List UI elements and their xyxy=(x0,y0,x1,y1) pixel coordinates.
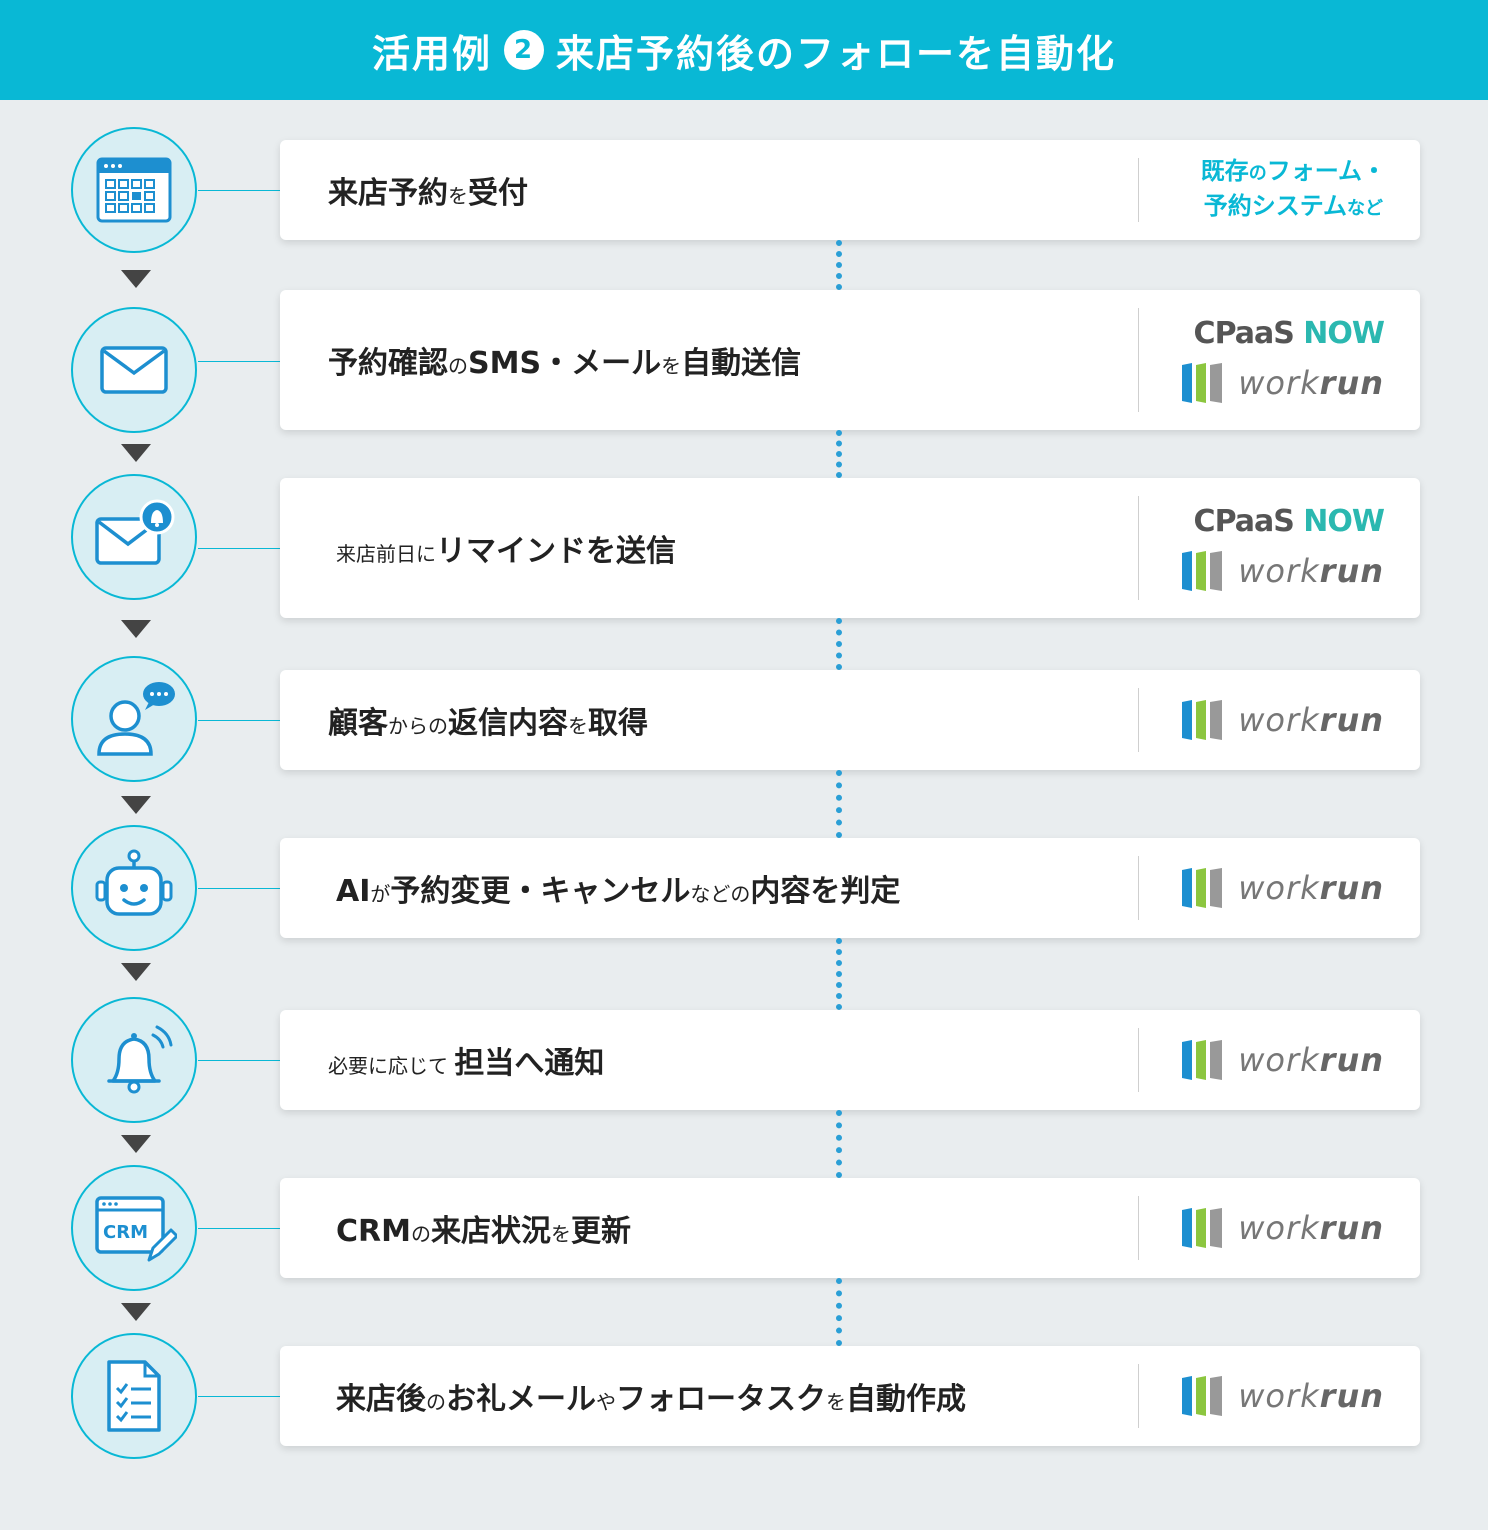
step-label: 来店前日にリマインドを送信 xyxy=(336,534,676,569)
down-arrow-icon xyxy=(121,796,151,814)
down-arrow-icon xyxy=(121,1135,151,1153)
separator xyxy=(1138,1028,1139,1092)
down-arrow-icon xyxy=(121,444,151,462)
workrun-mark-icon xyxy=(1182,362,1223,403)
step-label: CRMの来店状況を更新 xyxy=(336,1214,631,1249)
cpaas-now-logo: CPaaS NOW xyxy=(1193,315,1385,351)
down-arrow-icon xyxy=(121,963,151,981)
dotted-connector xyxy=(836,240,842,290)
step-label: 予約確認のSMS・メールを自動送信 xyxy=(328,346,802,381)
workrun-mark-icon xyxy=(1182,700,1223,740)
connector-line xyxy=(198,1228,280,1229)
separator xyxy=(1138,1196,1139,1260)
workrun-logo: workrun xyxy=(1180,361,1384,405)
user-chat-icon xyxy=(71,656,197,782)
mail-notification-icon xyxy=(71,474,197,600)
connector-line xyxy=(198,1060,280,1061)
connector-line xyxy=(198,888,280,889)
workrun-logo: workrun xyxy=(1180,549,1384,593)
step-label: 来店後のお礼メールやフォロータスクを自動作成 xyxy=(336,1382,966,1417)
step-label: 必要に応じて 担当へ通知 xyxy=(328,1046,605,1081)
separator xyxy=(1138,308,1139,412)
header-prefix: 活用例 xyxy=(371,31,492,76)
step-card-5: AIが予約変更・キャンセルなどの内容を判定 workrun xyxy=(280,838,1420,938)
step-label: 顧客からの返信内容を取得 xyxy=(328,706,648,741)
separator xyxy=(1138,496,1139,600)
workrun-logo: workrun xyxy=(1180,1038,1384,1082)
tool-area: workrun xyxy=(1139,670,1420,770)
step-card-7: CRMの来店状況を更新 workrun xyxy=(280,1178,1420,1278)
workrun-mark-icon xyxy=(1182,550,1223,591)
connector-line xyxy=(198,548,280,549)
mail-icon xyxy=(71,307,197,433)
step-card-4: 顧客からの返信内容を取得 workrun xyxy=(280,670,1420,770)
tool-area: workrun xyxy=(1139,1010,1420,1110)
tool-area: workrun xyxy=(1139,1178,1420,1278)
tool-area: CPaaS NOW workrun xyxy=(1139,478,1420,618)
connector-line xyxy=(198,190,280,191)
crm-edit-icon: CRM xyxy=(71,1165,197,1291)
workrun-mark-icon xyxy=(1182,1376,1223,1416)
separator xyxy=(1138,1364,1139,1428)
calendar-icon xyxy=(71,127,197,253)
workrun-logo: workrun xyxy=(1180,698,1384,742)
tool-area: workrun xyxy=(1139,838,1420,938)
workrun-logo: workrun xyxy=(1180,1206,1384,1250)
tool-area: CPaaS NOW workrun xyxy=(1139,290,1420,430)
dotted-connector xyxy=(836,938,842,1010)
crm-text: CRM xyxy=(103,1222,148,1243)
workrun-logo: workrun xyxy=(1180,866,1384,910)
down-arrow-icon xyxy=(121,270,151,288)
tool-area: workrun xyxy=(1139,1346,1420,1446)
dotted-connector xyxy=(836,770,842,838)
step-card-3: 来店前日にリマインドを送信 CPaaS NOW workrun xyxy=(280,478,1420,618)
down-arrow-icon xyxy=(121,1303,151,1321)
dotted-connector xyxy=(836,1110,842,1178)
step-label: AIが予約変更・キャンセルなどの内容を判定 xyxy=(336,874,901,909)
existing-systems-label: 既存のフォーム・ 予約システムなど xyxy=(1200,157,1386,220)
workrun-mark-icon xyxy=(1182,1040,1223,1080)
step-card-2: 予約確認のSMS・メールを自動送信 CPaaS NOW workrun xyxy=(280,290,1420,430)
workrun-logo: workrun xyxy=(1180,1374,1384,1418)
connector-line xyxy=(198,1396,280,1397)
step-card-6: 必要に応じて 担当へ通知 workrun xyxy=(280,1010,1420,1110)
step-label: 来店予約を受付 xyxy=(328,176,528,211)
step-number-badge: 2 xyxy=(504,30,544,70)
connector-line xyxy=(198,720,280,721)
step-card-8: 来店後のお礼メールやフォロータスクを自動作成 workrun xyxy=(280,1346,1420,1446)
bell-icon xyxy=(71,997,197,1123)
dotted-connector xyxy=(836,1278,842,1346)
workrun-mark-icon xyxy=(1182,868,1223,908)
robot-icon xyxy=(71,825,197,951)
connector-line xyxy=(198,361,280,362)
page-title: 来店予約後のフォローを自動化 xyxy=(556,31,1117,76)
separator xyxy=(1138,688,1139,752)
workrun-mark-icon xyxy=(1182,1208,1223,1248)
dotted-connector xyxy=(836,618,842,670)
step-card-1: 来店予約を受付 既存のフォーム・ 予約システムなど xyxy=(280,140,1420,240)
cpaas-now-logo: CPaaS NOW xyxy=(1193,503,1385,539)
checklist-icon xyxy=(71,1333,197,1459)
down-arrow-icon xyxy=(121,620,151,638)
dotted-connector xyxy=(836,430,842,478)
page-header: 活用例 2 来店予約後のフォローを自動化 xyxy=(0,0,1488,100)
tool-area: 既存のフォーム・ 予約システムなど xyxy=(1139,140,1420,240)
separator xyxy=(1138,856,1139,920)
separator xyxy=(1138,158,1139,222)
